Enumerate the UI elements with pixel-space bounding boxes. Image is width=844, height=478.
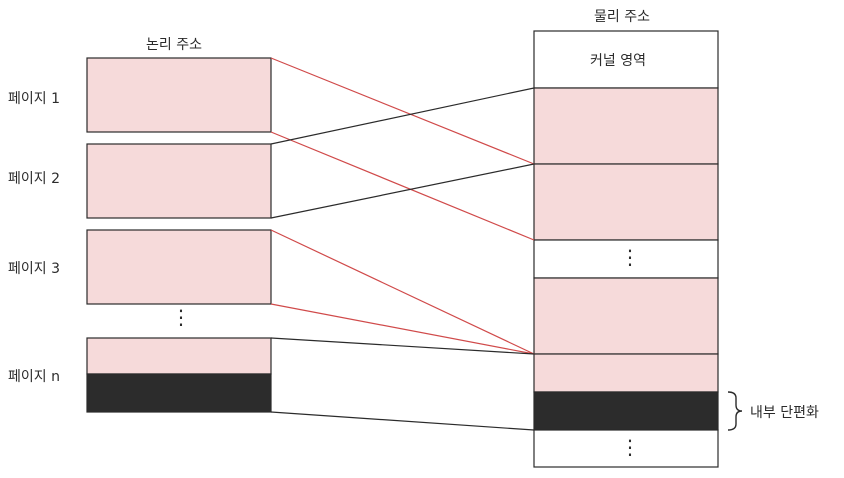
map-page2-bottom	[270, 163, 535, 219]
fragmentation-brace	[727, 391, 743, 431]
logical-page-n-waste	[86, 373, 272, 413]
map-page1-bottom	[270, 131, 535, 241]
map-page3-bottom	[270, 303, 535, 355]
internal-fragmentation-label: 내부 단편화	[750, 405, 819, 421]
physical-address-title: 물리 주소	[594, 9, 650, 25]
physical-kernel-area	[533, 30, 719, 89]
physical-ellipsis-2: ⋮	[620, 435, 640, 459]
physical-ellipsis-1: ⋮	[620, 245, 640, 269]
logical-page-n-used	[86, 337, 272, 375]
map-pagen-top	[270, 337, 535, 355]
page-n-label: 페이지 n	[8, 369, 60, 385]
physical-frame-3	[533, 277, 719, 355]
physical-frame-n-used	[533, 353, 719, 393]
kernel-area-label: 커널 영역	[590, 53, 646, 69]
physical-gap-1	[533, 239, 719, 279]
logical-page-1-block	[86, 57, 272, 133]
map-page3-top	[270, 229, 535, 355]
page-2-label: 페이지 2	[8, 171, 60, 187]
page-3-label: 페이지 3	[8, 261, 60, 277]
page-1-label: 페이지 1	[8, 91, 60, 107]
physical-frame-1	[533, 87, 719, 165]
physical-gap-2	[533, 429, 719, 468]
map-page2-top	[270, 87, 535, 145]
logical-page-3-block	[86, 229, 272, 305]
map-pagen-bottom	[270, 411, 535, 431]
mapping-lines	[270, 57, 535, 431]
logical-page-2-block	[86, 143, 272, 219]
logical-ellipsis: ⋮	[171, 305, 191, 329]
logical-address-title: 논리 주소	[146, 37, 202, 53]
physical-frame-2	[533, 163, 719, 241]
physical-frame-n-waste	[533, 391, 719, 431]
map-page1-top	[270, 57, 535, 165]
